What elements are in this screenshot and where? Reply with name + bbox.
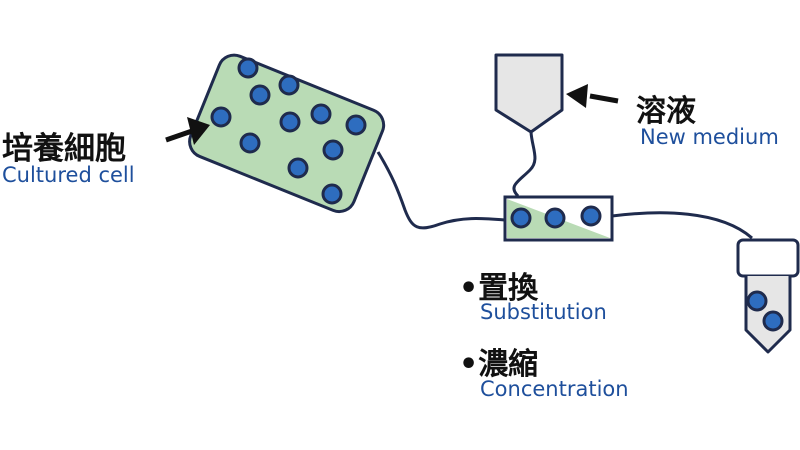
cell bbox=[762, 310, 784, 332]
new-medium-label-en: New medium bbox=[640, 125, 779, 149]
cell bbox=[321, 183, 343, 205]
culture-flask bbox=[188, 53, 386, 214]
cell bbox=[279, 111, 301, 133]
bullet: • bbox=[459, 347, 479, 382]
cell bbox=[345, 114, 367, 136]
arrow-right-icon bbox=[165, 117, 210, 145]
substitution-label-en: Substitution bbox=[480, 300, 607, 324]
culture-cells bbox=[210, 57, 367, 205]
cell bbox=[210, 106, 232, 128]
collection-tube bbox=[736, 238, 800, 354]
tube-reservoir-to-chip bbox=[512, 131, 537, 198]
concentration-label-en: Concentration bbox=[480, 377, 629, 401]
cell bbox=[237, 57, 259, 79]
tube-chip-to-tube bbox=[611, 211, 753, 240]
cell bbox=[310, 103, 332, 125]
arrow-left-icon bbox=[566, 84, 619, 108]
cell bbox=[278, 74, 300, 96]
substitution-label-jp: •置換 bbox=[459, 263, 538, 307]
cell bbox=[322, 139, 344, 161]
substitution-jp-text: 置換 bbox=[478, 271, 539, 306]
cell bbox=[580, 205, 602, 227]
new-medium-label-jp: 溶液 bbox=[636, 94, 696, 129]
concentration-jp-text: 濃縮 bbox=[478, 347, 539, 382]
cell bbox=[239, 132, 261, 154]
medium-reservoir bbox=[494, 53, 564, 134]
tube-culture-to-chip bbox=[376, 151, 506, 230]
cultured-cell-label-jp: 培養細胞 bbox=[2, 131, 126, 167]
cell bbox=[510, 207, 532, 229]
cell bbox=[287, 157, 309, 179]
cell bbox=[249, 84, 271, 106]
concentration-label-jp: •濃縮 bbox=[459, 339, 538, 383]
exchange-chip bbox=[503, 195, 614, 242]
cultured-cell-label-en: Cultured cell bbox=[2, 163, 135, 187]
cell bbox=[746, 290, 768, 312]
cell bbox=[544, 207, 566, 229]
culture-flask-body bbox=[188, 53, 386, 214]
bullet: • bbox=[459, 271, 479, 306]
